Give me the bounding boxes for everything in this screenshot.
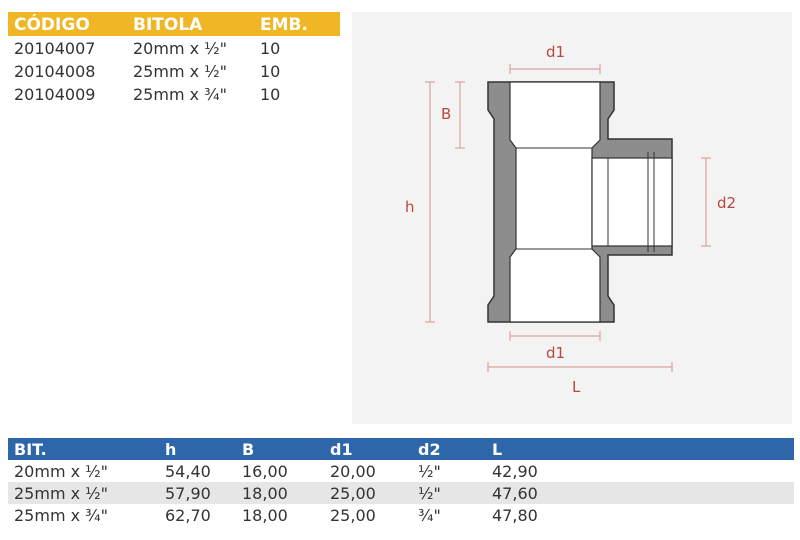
cell-b: 18,00 (242, 484, 288, 503)
label-d2: d2 (717, 194, 736, 212)
cell-l: 42,90 (492, 462, 538, 481)
cell-h: 62,70 (165, 506, 211, 525)
header-emb: EMB. (260, 15, 308, 35)
table-row: 20104007 20mm x ½" 10 (8, 36, 340, 59)
header-h: h (165, 440, 177, 459)
tee-fitting-drawing: d1 B h d2 d1 L (352, 12, 792, 424)
run-bore (509, 81, 601, 323)
cell-d2: ¾" (418, 506, 441, 525)
header-d2: d2 (418, 440, 441, 459)
cell-d1: 20,00 (330, 462, 376, 481)
cell-bit: 25mm x ½" (14, 484, 109, 503)
cell-b: 16,00 (242, 462, 288, 481)
header-d1: d1 (330, 440, 353, 459)
cell-d2: ½" (418, 484, 441, 503)
cell-b: 18,00 (242, 506, 288, 525)
dimension-lines (425, 64, 711, 372)
header-l: L (492, 440, 503, 459)
cell-h: 54,40 (165, 462, 211, 481)
table-row: 25mm x ½" 57,90 18,00 25,00 ½" 47,60 (8, 482, 794, 504)
cell-d1: 25,00 (330, 484, 376, 503)
cell-bit: 20mm x ½" (14, 462, 109, 481)
table-row: 20104008 25mm x ½" 10 (8, 59, 340, 82)
cell-codigo: 20104008 (14, 62, 96, 81)
product-code-table: CÓDIGO BITOLA EMB. 20104007 20mm x ½" 10… (8, 12, 340, 105)
cell-codigo: 20104009 (14, 85, 96, 104)
table-row: 25mm x ¾" 62,70 18,00 25,00 ¾" 47,80 (8, 504, 794, 526)
header-codigo: CÓDIGO (14, 15, 90, 35)
header-bitola: BITOLA (133, 15, 203, 35)
label-l: L (572, 378, 581, 396)
table-row: 20mm x ½" 54,40 16,00 20,00 ½" 42,90 (8, 460, 794, 482)
dimensions-table-header: BIT. h B d1 d2 L (8, 438, 794, 460)
cell-l: 47,80 (492, 506, 538, 525)
cell-d1: 25,00 (330, 506, 376, 525)
dimensions-table: BIT. h B d1 d2 L 20mm x ½" 54,40 16,00 2… (8, 438, 794, 526)
cell-bit: 25mm x ¾" (14, 506, 109, 525)
cell-bitola: 25mm x ½" (133, 62, 228, 81)
cell-emb: 10 (260, 39, 281, 58)
label-b: B (441, 105, 451, 123)
label-d1-top: d1 (546, 43, 565, 61)
branch-bore (591, 157, 673, 247)
cell-bitola: 25mm x ¾" (133, 85, 228, 104)
product-code-table-header: CÓDIGO BITOLA EMB. (8, 12, 340, 36)
header-bit: BIT. (14, 440, 47, 459)
cell-bitola: 20mm x ½" (133, 39, 228, 58)
cell-emb: 10 (260, 62, 281, 81)
cell-l: 47,60 (492, 484, 538, 503)
cell-codigo: 20104007 (14, 39, 96, 58)
cell-emb: 10 (260, 85, 281, 104)
header-b: B (242, 440, 255, 459)
label-h: h (405, 198, 415, 216)
cell-d2: ½" (418, 462, 441, 481)
label-d1-bottom: d1 (546, 344, 565, 362)
table-row: 20104009 25mm x ¾" 10 (8, 82, 340, 105)
tee-cross-section-svg: d1 B h d2 d1 L (405, 43, 736, 396)
cell-h: 57,90 (165, 484, 211, 503)
